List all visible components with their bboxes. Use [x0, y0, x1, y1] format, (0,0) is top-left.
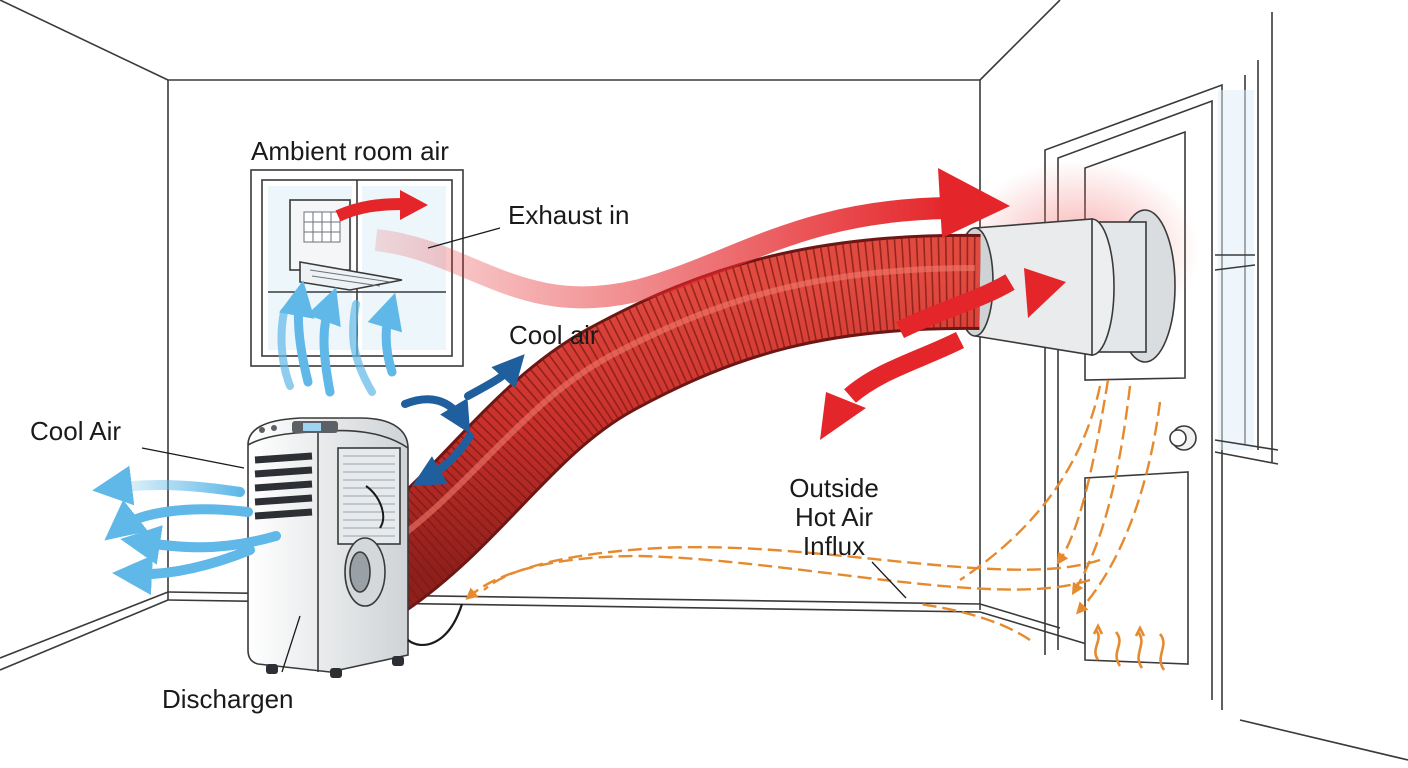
heat-waves [1092, 623, 1166, 671]
label-outside-hot-air-influx: Outside Hot Air Influx [789, 473, 879, 561]
portable-ac-unit [247, 417, 464, 678]
label-cool-air-left: Cool Air [30, 416, 122, 446]
hot-air-arrows [335, 168, 1066, 440]
cool-air-arrows [92, 280, 525, 596]
label-exhaust-in: Exhaust in [508, 200, 630, 230]
label-ambient-room-air: Ambient room air [251, 136, 449, 166]
label-discharge: Dischargen [162, 684, 294, 714]
leader-lines [141, 227, 907, 673]
door [1044, 12, 1279, 710]
wall-vent [956, 160, 1200, 363]
exhaust-hose [352, 233, 981, 612]
label-cool-air-top: Cool air [509, 320, 599, 350]
hot-air-influx-arrows [465, 379, 1162, 641]
